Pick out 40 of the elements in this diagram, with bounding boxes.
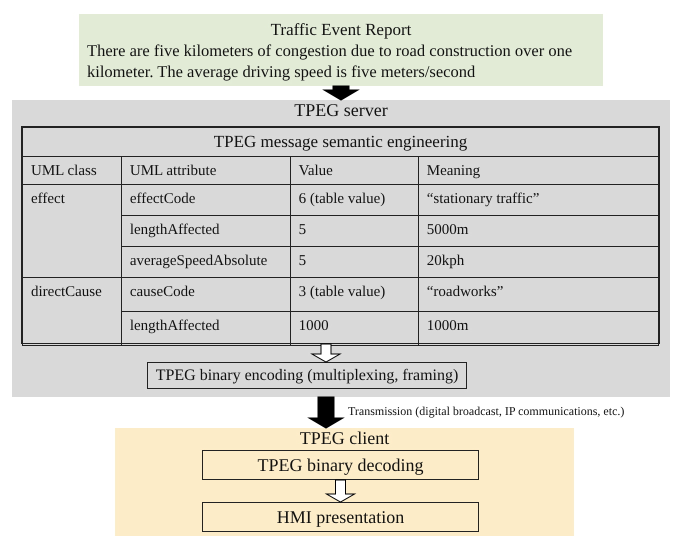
column-header: Value xyxy=(290,156,418,184)
column-header: Meaning xyxy=(418,156,658,184)
server-panel xyxy=(12,100,670,397)
table-cell: lengthAffected xyxy=(121,216,290,246)
block-arrow xyxy=(307,396,345,429)
block-arrow xyxy=(324,480,356,503)
table-cell: averageSpeedAbsolute xyxy=(121,246,290,278)
data-table xyxy=(21,126,660,344)
table-cell: effectCode xyxy=(121,184,290,216)
box-label: TPEG binary encoding (multiplexing, framing) xyxy=(154,366,460,386)
process-box xyxy=(147,362,467,389)
panel-title: TPEG server xyxy=(293,100,389,120)
table-title: TPEG message semantic engineering xyxy=(22,128,658,156)
process-box xyxy=(202,502,479,532)
panel-title: TPEG client xyxy=(298,428,390,448)
process-box xyxy=(202,450,479,480)
block-arrow xyxy=(322,86,360,101)
column-header: UML attribute xyxy=(121,156,290,184)
edge-label: Transmission (digital broadcast, IP communications, etc.) xyxy=(348,404,624,418)
report-text: There are five kilometers of congestion due to road construction over one kilometer. The average driving speed is five meters/second xyxy=(86,40,574,82)
table-cell: 6 (table value) xyxy=(290,184,418,216)
block-arrow xyxy=(310,344,342,363)
table-cell: 5000m xyxy=(418,216,658,246)
table-cell: causeCode xyxy=(121,278,290,312)
box-title: Traffic Event Report xyxy=(270,20,412,40)
table-cell: 5 xyxy=(290,246,418,278)
report-box xyxy=(79,14,603,86)
column-header: UML class xyxy=(22,156,122,184)
table-cell: directCause xyxy=(22,278,122,346)
table-cell: 5 xyxy=(290,216,418,246)
table-cell: “stationary traffic” xyxy=(418,184,658,216)
box-label: HMI presentation xyxy=(276,506,406,529)
table-cell: 20kph xyxy=(418,246,658,278)
table-cell: effect xyxy=(22,184,122,278)
table-cell: lengthAffected xyxy=(121,312,290,346)
table-cell: “roadworks” xyxy=(418,278,658,312)
client-panel xyxy=(115,428,574,536)
table-cell: 3 (table value) xyxy=(290,278,418,312)
box-label: TPEG binary decoding xyxy=(256,454,424,477)
table-cell: 1000m xyxy=(418,312,658,346)
